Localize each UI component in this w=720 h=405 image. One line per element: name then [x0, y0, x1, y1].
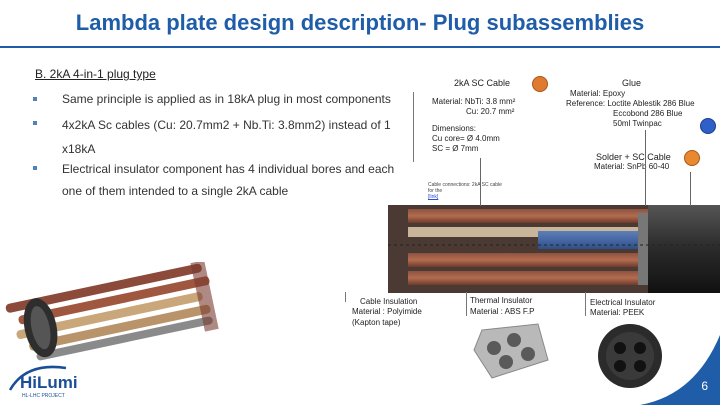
callout-line: [480, 158, 481, 206]
bullet-text: Electrical insulator component has 4 ind…: [62, 162, 395, 198]
reference-note: Cable connections: 2kA SC cable for the …: [428, 182, 508, 200]
dimension-sc: SC = Ø 7mm: [432, 144, 479, 153]
cable-insulation-callout: [345, 292, 346, 302]
bullet-marker: [33, 121, 37, 125]
callout-line: [645, 130, 646, 206]
thermal-insulator-callout: [466, 292, 467, 316]
hilumi-logo: HiLumi HL-LHC PROJECT: [8, 365, 78, 399]
sc-cable-heading: 2kA SC Cable: [454, 78, 511, 88]
bullet-marker: [33, 97, 37, 101]
page-number: 6: [701, 379, 708, 393]
logo-name: HiLumi: [20, 373, 78, 392]
thermal-insulator-illustration: [473, 323, 549, 379]
glue-reference-3: 50ml Twinpac: [613, 119, 662, 128]
solder-swatch-icon: [684, 150, 700, 166]
cable-insulation-material: Material : Polyimide: [352, 307, 422, 316]
thermal-insulator-material: Material : ABS F.P: [470, 307, 535, 316]
thermal-insulator-heading: Thermal Insulator: [470, 296, 533, 305]
glue-heading: Glue: [622, 78, 642, 88]
bullet-text: Same principle is applied as in 18kA plu…: [62, 92, 391, 106]
sc-cable-material: Material: NbTi: 3.8 mm²: [432, 97, 516, 106]
reference-note-link[interactable]: [link]: [428, 194, 439, 200]
solder-heading: Solder + SC Cable: [596, 152, 671, 162]
sc-cable-callout-line: [413, 92, 414, 162]
bullet-marker: [33, 166, 37, 170]
callout-line: [690, 172, 691, 206]
bullet-text: 4x2kA Sc cables (Cu: 20.7mm2 + Nb.Ti: 3.…: [62, 118, 391, 156]
glue-swatch-icon: [700, 118, 716, 134]
electrical-insulator-callout: [585, 292, 586, 316]
glue-reference: Reference: Loctite Ablestik 286 Blue: [566, 99, 695, 108]
electrical-insulator-material: Material: PEEK: [590, 308, 645, 317]
logo-tagline: HL-LHC PROJECT: [22, 393, 65, 399]
cable-photo-render: [388, 205, 720, 293]
electrical-insulator-heading: Electrical Insulator: [590, 298, 656, 307]
footer-corner-graphic: [640, 335, 720, 405]
solder-material: Material: SnPb 60-40: [594, 162, 670, 171]
electrical-insulator-illustration: [598, 324, 662, 388]
sc-cable-material-cu: Cu: 20.7 mm²: [466, 107, 515, 116]
dimensions-label: Dimensions:: [432, 124, 477, 133]
subheading: B. 2kA 4-in-1 plug type: [35, 67, 156, 81]
sc-cable-swatch-icon: [532, 76, 548, 92]
title-divider: [0, 46, 720, 48]
glue-material: Material: Epoxy: [570, 89, 626, 98]
cable-insulation-heading: Cable Insulation: [360, 297, 418, 306]
dimension-cu-core: Cu core= Ø 4.0mm: [432, 134, 500, 143]
cable-insulation-note: (Kapton tape): [352, 318, 401, 327]
reference-note-line: Cable connections: 2kA SC cable for the: [428, 182, 502, 194]
slide-title: Lambda plate design description- Plug su…: [75, 10, 645, 35]
cable-cross-section-photo: [388, 205, 720, 293]
glue-reference-2: Eccobond 286 Blue: [613, 109, 683, 118]
plug-cables-illustration: [5, 262, 219, 361]
